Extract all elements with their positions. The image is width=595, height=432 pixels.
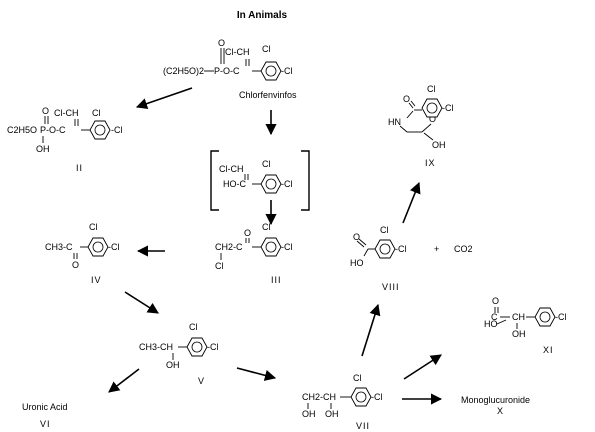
- cl-ring-top-label: Cl: [427, 84, 436, 94]
- ch-label: CH: [512, 312, 525, 322]
- ho-label: HO-C: [223, 179, 246, 189]
- compound-ix: O HN O OH Cl -Cl IX: [388, 84, 454, 168]
- cl-ring-right-label: -Cl: [555, 312, 567, 322]
- diagram-title: In Animals: [237, 10, 288, 21]
- cl-ring-top-label: Cl: [189, 322, 198, 332]
- linker-label: -O-C: [46, 125, 66, 135]
- co2-label: CO2: [454, 244, 473, 254]
- o2-label: O: [429, 114, 436, 124]
- cl-ring-right-label: -Cl: [108, 242, 120, 252]
- compound-ii: O Cl-CH C2H5O P -O-C OH Cl -Cl II: [7, 106, 123, 173]
- arrow-v-to-vi: [108, 368, 140, 393]
- compound-name-x: Monoglucuronide: [461, 395, 530, 405]
- o-label: O: [218, 38, 225, 48]
- arrow-vii-to-viii: [361, 303, 381, 357]
- cl-ring-top-label: Cl: [262, 44, 271, 54]
- ch2-label: CH2-C: [215, 242, 243, 252]
- oh-label: OH: [432, 140, 446, 150]
- compound-iv: CH3-C O Cl -Cl IV: [45, 222, 120, 285]
- plus-sign: +: [434, 244, 439, 254]
- ho-label: HO: [350, 258, 364, 268]
- oh-right-label: OH: [325, 409, 339, 419]
- compound-name-vi: Uronic Acid: [22, 402, 68, 412]
- ch3-label: CH3-CH: [139, 342, 173, 352]
- compound-label-ix: IX: [425, 158, 436, 168]
- cl-ring-top-label: Cl: [262, 159, 271, 169]
- cl-ring-right-label: -Cl: [207, 342, 219, 352]
- compound-label-iii: III: [271, 275, 282, 285]
- cl-ring-top-label: Cl: [353, 373, 362, 383]
- cl-ring-right-label: -Cl: [111, 125, 123, 135]
- cl-ring-top-label: Cl: [262, 222, 271, 232]
- cl-ring-top-label: Cl: [380, 225, 389, 235]
- compound-chlorfenvinfos: O Cl-CH (C2H5O)2 P -O-C Cl -Cl Chlorfenv…: [163, 38, 297, 100]
- cl-ring-right-label: -Cl: [281, 242, 293, 252]
- cl-ring-top-label: Cl: [92, 108, 101, 118]
- compound-label-ii: II: [76, 163, 83, 173]
- compound-label-xi: XI: [543, 345, 554, 355]
- compound-xi: O HO C CH OH -Cl XI: [484, 296, 567, 355]
- oh-left-label: OH: [302, 409, 316, 419]
- cl-ring-right-label: -Cl: [281, 66, 293, 76]
- ethyl-group-label: (C2H5O)2: [163, 66, 204, 76]
- compound-label-iv: IV: [91, 275, 102, 285]
- ch3-label: CH3-C: [45, 242, 73, 252]
- cl-ring-top-label: Cl: [89, 222, 98, 232]
- compound-name-chlorfenvinfos: Chlorfenvinfos: [239, 90, 297, 100]
- cl-ring-right-label: -Cl: [281, 179, 293, 189]
- o-label: O: [72, 260, 79, 270]
- o-label: O: [42, 106, 49, 116]
- cl-bottom-label: Cl: [215, 261, 224, 271]
- compound-iii: O CH2-C Cl Cl -Cl III: [215, 222, 293, 285]
- p-label: P: [214, 66, 220, 76]
- arrow-vii-to-xi: [403, 354, 442, 380]
- arrow-viii-to-ix: [402, 181, 421, 224]
- compound-intermediate: Cl-CH HO-C Cl -Cl: [210, 150, 310, 211]
- cl-ring-right-label: -Cl: [371, 392, 383, 402]
- cl-ring-right-label: -Cl: [442, 103, 454, 113]
- cl-ring-right-label: -Cl: [395, 244, 407, 254]
- ho-label: HO: [484, 319, 498, 329]
- cl-vinyl-label: Cl-CH: [225, 47, 250, 57]
- hn-label: HN: [388, 117, 401, 127]
- oh-label: OH: [36, 144, 50, 154]
- arrow-iv-to-v: [124, 291, 159, 314]
- ch2-label: CH2-CH: [302, 392, 336, 402]
- oh-label: OH: [166, 360, 180, 370]
- o-label: O: [403, 94, 410, 104]
- cl-vinyl-label: Cl-CH: [219, 164, 244, 174]
- o-label: O: [492, 296, 499, 306]
- o-label: O: [244, 228, 251, 238]
- compound-viii: O HO Cl -Cl + CO2 VIII: [350, 225, 473, 292]
- o-label: O: [353, 232, 360, 242]
- arrow-v-to-vii: [236, 367, 277, 381]
- compound-v: CH3-CH OH Cl -Cl V: [139, 322, 219, 386]
- compound-label-viii: VIII: [382, 282, 400, 292]
- compound-vi: Uronic Acid VI: [22, 402, 68, 429]
- ethyl-group-label: C2H5O: [7, 125, 37, 135]
- compound-vii: CH2-CH OH OH Cl -Cl VII: [302, 373, 383, 431]
- arrow-chlorfenvinfos-to-ii: [135, 87, 193, 110]
- compound-label-vii: VII: [356, 421, 370, 431]
- linker-label: -O-C: [220, 66, 240, 76]
- p-label: P: [40, 125, 46, 135]
- cl-vinyl-label: Cl-CH: [54, 108, 79, 118]
- compound-label-x: X: [497, 406, 503, 416]
- compound-x: Monoglucuronide X: [461, 395, 530, 416]
- oh-label: OH: [512, 329, 526, 339]
- c-label: C: [491, 312, 498, 322]
- compound-label-vi: VI: [40, 419, 51, 429]
- compound-label-v: V: [198, 376, 205, 386]
